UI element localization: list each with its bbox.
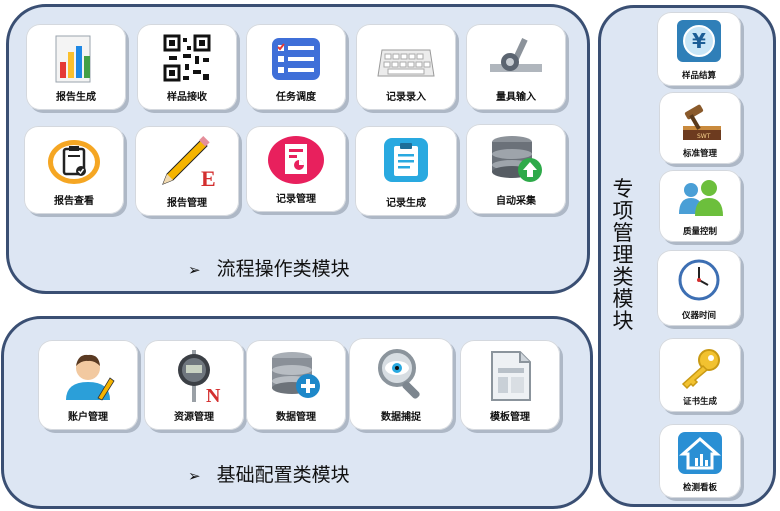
module-label: 样品接收: [167, 92, 207, 103]
measuring-gauge-icon: [486, 32, 546, 88]
module-record-input[interactable]: 记录录入: [356, 24, 456, 110]
module-label: 量具输入: [496, 92, 536, 103]
user-account-icon: [58, 348, 118, 404]
svg-text:E: E: [201, 166, 216, 190]
eye-magnifier-icon: [371, 346, 431, 402]
module-sample-settlement[interactable]: ¥ 样品结算: [657, 12, 741, 86]
bullet-arrow-icon: ➢: [188, 261, 201, 279]
module-data-capture[interactable]: 数据捕捉: [349, 338, 453, 430]
module-label: 数据捕捉: [381, 412, 421, 423]
clipboard-check-icon: [44, 134, 104, 190]
module-auto-collect[interactable]: 自动采集: [466, 124, 566, 214]
database-upload-icon: [486, 132, 546, 188]
qr-code-icon: [157, 32, 217, 88]
module-label: 质量控制: [682, 227, 717, 237]
clipboard-icon: [376, 134, 436, 190]
clock-icon: [674, 256, 724, 304]
module-certificate-generate[interactable]: 证书生成: [659, 338, 741, 412]
module-gauge-input[interactable]: 量具输入: [466, 24, 566, 110]
module-report-view[interactable]: 报告查看: [24, 126, 124, 214]
module-label: 报告管理: [167, 198, 207, 209]
document-chart-icon: [266, 134, 326, 190]
special-section-title: 专项管理类模块: [612, 177, 634, 333]
svg-text:SWT: SWT: [697, 133, 711, 140]
module-label: 标准管理: [682, 149, 717, 159]
module-label: 记录生成: [386, 198, 426, 209]
module-sample-receive[interactable]: 样品接收: [137, 24, 237, 110]
svg-text:¥: ¥: [692, 29, 706, 53]
flow-section-title: ➢ 流程操作类模块: [188, 254, 350, 281]
pencil-edit-icon: E: [157, 134, 217, 190]
digital-caliper-icon: N: [164, 348, 224, 404]
module-record-manage[interactable]: 记录管理: [246, 126, 346, 212]
svg-text:N: N: [206, 385, 221, 404]
module-label: 任务调度: [276, 92, 316, 103]
module-label: 报告查看: [54, 196, 94, 207]
module-instrument-time[interactable]: 仪器时间: [657, 250, 741, 326]
home-dashboard-icon: [675, 430, 725, 478]
module-label: 记录管理: [276, 194, 316, 205]
module-report-generate[interactable]: 报告生成: [26, 24, 126, 110]
checklist-icon: [266, 32, 326, 88]
module-label: 记录录入: [386, 92, 426, 103]
keyboard-icon: [376, 32, 436, 88]
key-icon: [675, 344, 725, 392]
module-label: 仪器时间: [681, 311, 716, 321]
yen-coin-icon: ¥: [674, 18, 724, 66]
module-resource-manage[interactable]: N 资源管理: [144, 340, 244, 430]
module-label: 模板管理: [490, 412, 530, 423]
bar-chart-document-icon: [46, 32, 106, 88]
flow-title-text: 流程操作类模块: [216, 258, 350, 280]
module-standard-manage[interactable]: SWT 标准管理: [659, 92, 741, 164]
module-data-manage[interactable]: 数据管理: [246, 340, 346, 430]
module-label: 数据管理: [276, 412, 316, 423]
module-label: 账户管理: [68, 412, 108, 423]
people-group-icon: [675, 176, 725, 224]
gavel-book-icon: SWT: [675, 98, 725, 146]
module-account-manage[interactable]: 账户管理: [38, 340, 138, 430]
module-inspection-dashboard[interactable]: 检测看板: [659, 424, 741, 498]
module-quality-control[interactable]: 质量控制: [659, 170, 741, 242]
database-add-icon: [266, 348, 326, 404]
module-report-manage[interactable]: E 报告管理: [135, 126, 239, 216]
module-label: 自动采集: [496, 196, 536, 207]
bullet-arrow-icon: ➢: [188, 467, 201, 485]
module-label: 报告生成: [56, 92, 96, 103]
template-document-icon: [480, 348, 540, 404]
module-record-generate[interactable]: 记录生成: [355, 126, 457, 216]
module-label: 检测看板: [682, 483, 717, 493]
module-label: 证书生成: [682, 397, 717, 407]
module-template-manage[interactable]: 模板管理: [460, 340, 560, 430]
base-title-text: 基础配置类模块: [216, 464, 350, 486]
module-task-dispatch[interactable]: 任务调度: [246, 24, 346, 110]
module-label: 资源管理: [174, 412, 214, 423]
module-label: 样品结算: [681, 71, 716, 81]
base-section-title: ➢ 基础配置类模块: [188, 460, 350, 487]
